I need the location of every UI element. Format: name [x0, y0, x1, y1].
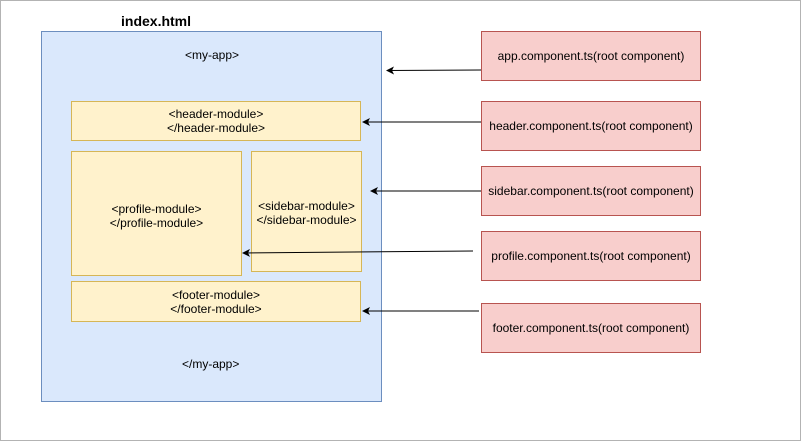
- my-app-open-tag: <my-app>: [185, 48, 240, 62]
- arrow-app: [386, 66, 482, 75]
- profile-component-box: profile.component.ts(root component): [481, 231, 701, 281]
- diagram-title: index.html: [121, 13, 192, 29]
- arrow-profile: [242, 248, 474, 257]
- sidebar-module-close-tag: </sidebar-module>: [256, 213, 357, 227]
- my-app-close-tag: </my-app>: [182, 357, 240, 371]
- profile-module-box: <profile-module> </profile-module>: [71, 151, 242, 276]
- app-component-box: app.component.ts(root component): [481, 31, 701, 81]
- profile-module-open-tag: <profile-module>: [111, 202, 202, 216]
- footer-module-open-tag: <footer-module>: [171, 287, 261, 302]
- footer-component-box: footer.component.ts(root component): [481, 303, 701, 353]
- sidebar-component-box: sidebar.component.ts(root component): [481, 166, 701, 216]
- header-component-box: header.component.ts(root component): [481, 101, 701, 151]
- footer-module-box: <footer-module> </footer-module>: [71, 281, 361, 322]
- header-module-box: <header-module> </header-module>: [71, 101, 361, 141]
- footer-module-close-tag: </footer-module>: [170, 301, 262, 316]
- profile-module-close-tag: </profile-module>: [109, 216, 204, 230]
- header-module-close-tag: </header-module>: [166, 121, 266, 135]
- sidebar-module-open-tag: <sidebar-module>: [258, 199, 355, 213]
- header-module-open-tag: <header-module>: [168, 107, 264, 121]
